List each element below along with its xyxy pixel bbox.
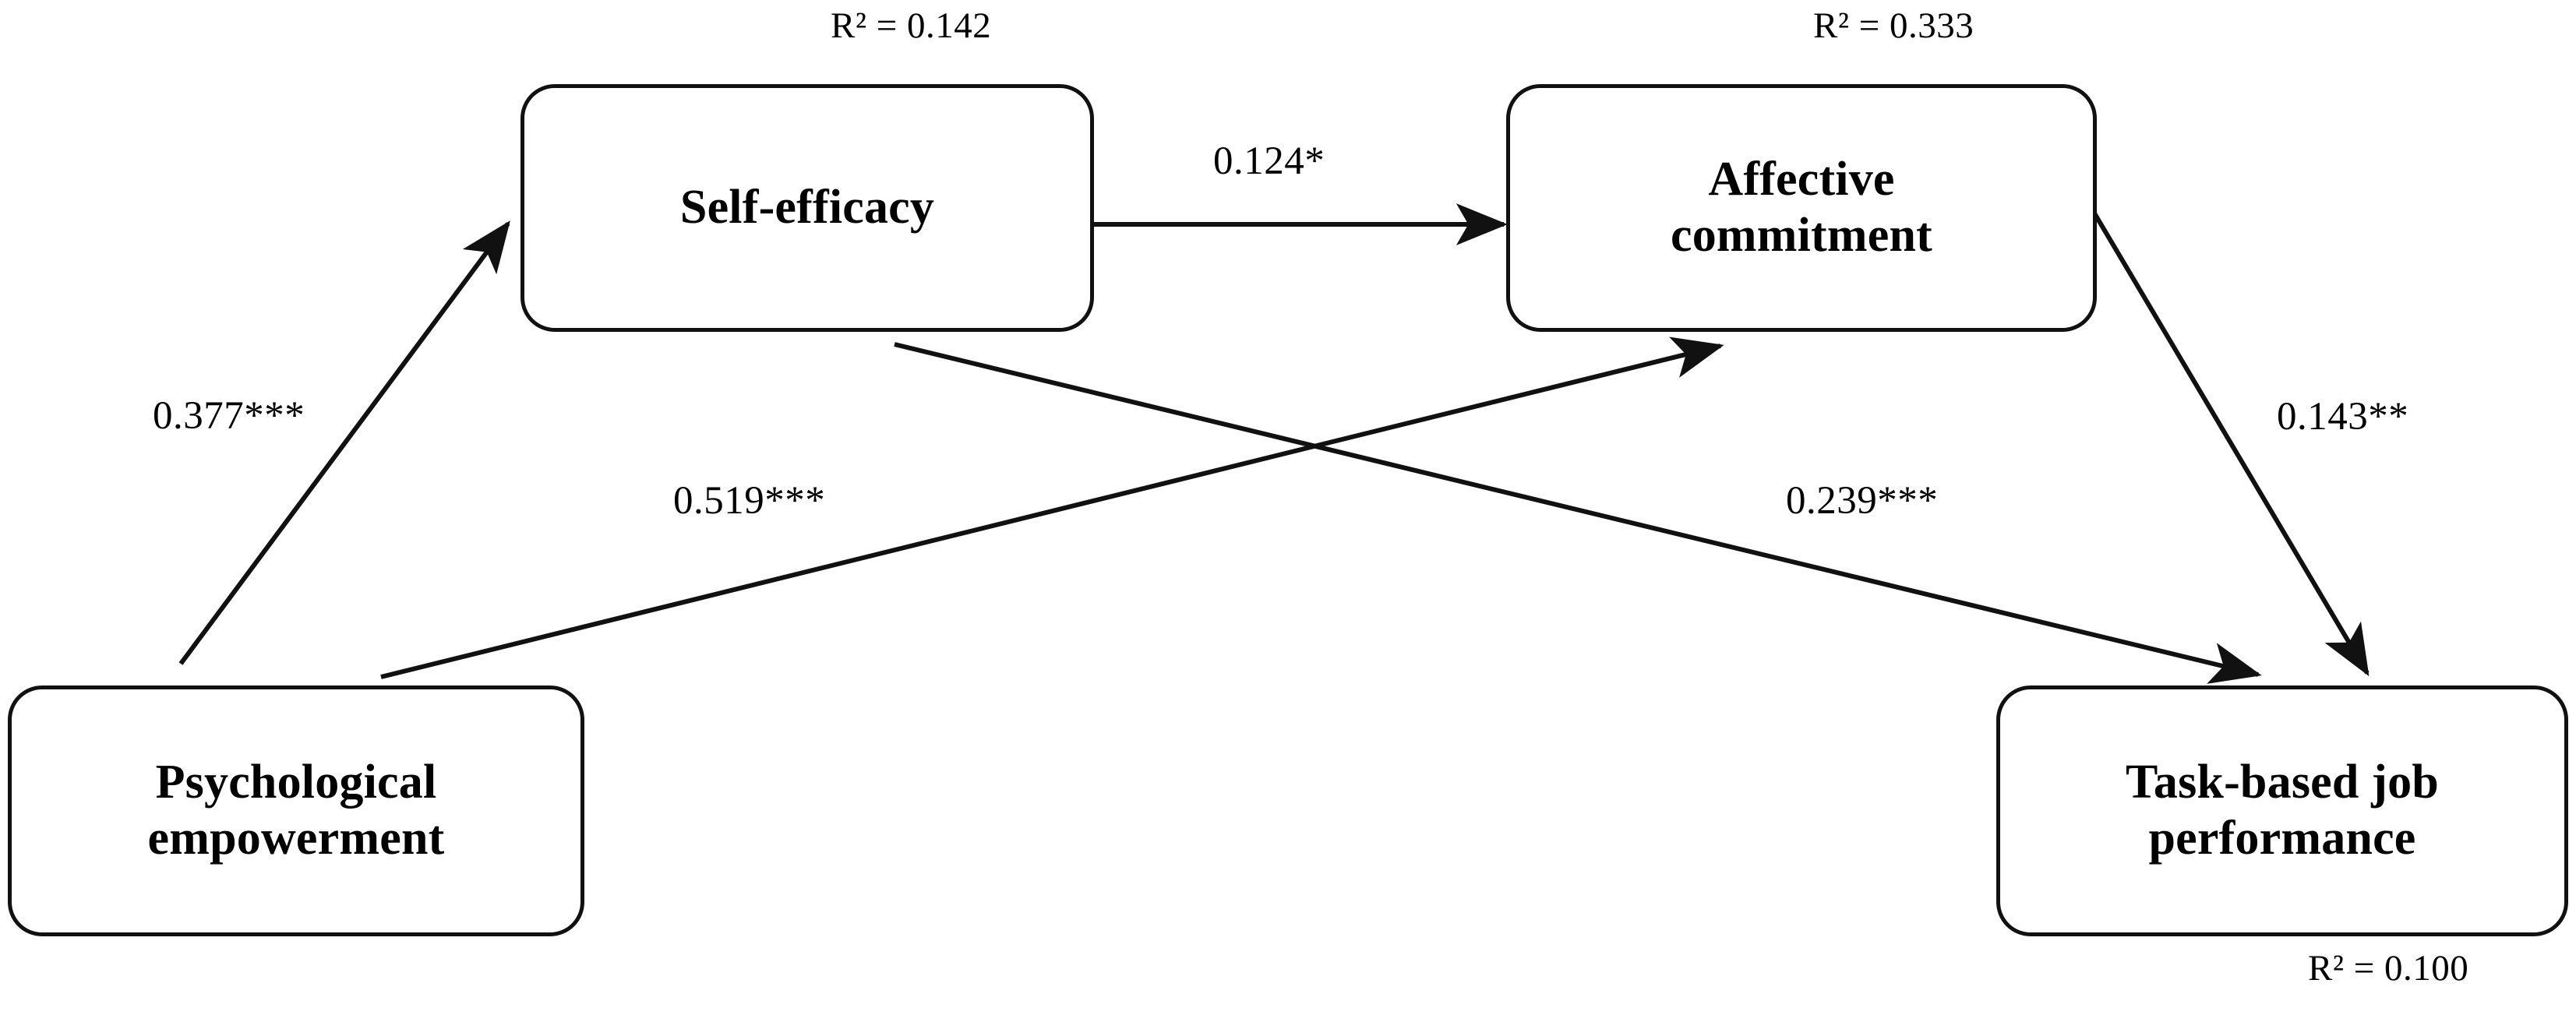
arrow-affective-commitment-to-task-performance: [2072, 178, 2370, 677]
node-label-affective-commitment: Affective commitment: [1671, 153, 1932, 262]
node-task-based-job-performance[interactable]: Task-based job performance: [1996, 685, 2568, 936]
r2-text-self-efficacy: R² = 0.142: [831, 5, 992, 46]
coefficient-self-efficacy-to-affective-commitment: 0.124*: [1213, 139, 1325, 184]
coefficient-text-self-efficacy-to-affective-commitment: 0.124*: [1213, 139, 1325, 183]
coefficient-self-efficacy-to-task-performance: 0.239***: [1786, 478, 1938, 523]
arrow-pe-to-affective-commitment: [380, 337, 1724, 679]
node-affective-commitment[interactable]: Affective commitment: [1506, 84, 2097, 332]
node-label-self-efficacy: Self-efficacy: [679, 181, 935, 234]
coefficient-pe-to-affective-commitment: 0.519***: [673, 478, 825, 523]
r2-label-self-efficacy: R² = 0.142: [831, 5, 991, 47]
coefficient-text-pe-to-affective-commitment: 0.519***: [673, 479, 826, 523]
r2-text-affective-commitment: R² = 0.333: [1813, 5, 1974, 46]
arrow-pe-to-self-efficacy: [178, 220, 510, 665]
node-label-task-based-job-performance: Task-based job performance: [2126, 756, 2439, 865]
coefficient-text-pe-to-self-efficacy: 0.377***: [153, 394, 305, 438]
coefficient-affective-commitment-to-task-performance: 0.143**: [2277, 394, 2408, 439]
arrow-self-efficacy-to-task-performance: [894, 342, 2262, 684]
node-self-efficacy[interactable]: Self-efficacy: [520, 84, 1094, 332]
node-psychological-empowerment[interactable]: Psychological empowerment: [8, 685, 584, 936]
coefficient-pe-to-self-efficacy: 0.377***: [153, 393, 305, 439]
r2-label-affective-commitment: R² = 0.333: [1813, 5, 1974, 47]
r2-text-task-performance: R² = 0.100: [2308, 948, 2469, 989]
node-label-psychological-empowerment: Psychological empowerment: [147, 756, 445, 865]
coefficient-text-affective-commitment-to-task-performance: 0.143**: [2277, 395, 2409, 439]
r2-label-task-performance: R² = 0.100: [2308, 947, 2468, 989]
coefficient-text-self-efficacy-to-task-performance: 0.239***: [1786, 479, 1939, 523]
